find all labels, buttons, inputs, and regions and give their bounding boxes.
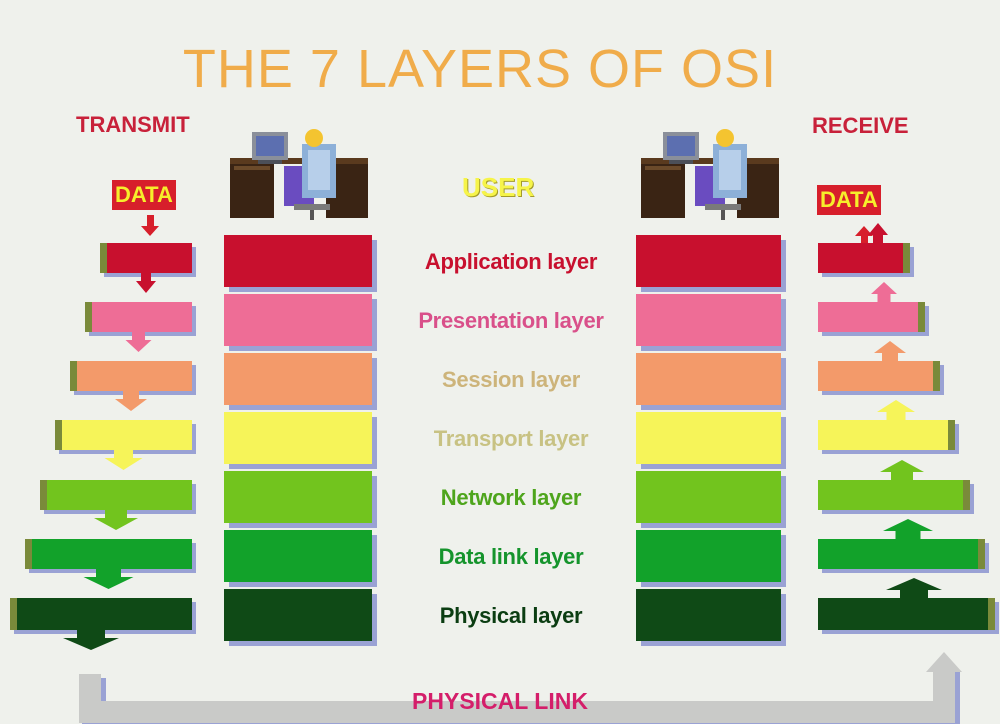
layer-block-transmit	[224, 353, 372, 405]
receive-bar-edge	[933, 361, 940, 391]
layer-block-transmit	[224, 412, 372, 464]
arrow-down-icon	[94, 510, 138, 530]
receive-bar-edge	[988, 598, 995, 630]
layer-block-receive	[636, 412, 781, 464]
layer-label: Data link layer	[438, 544, 584, 569]
physical-link-label: PHYSICAL LINK	[412, 688, 588, 714]
layer-label: Network layer	[440, 485, 582, 510]
computer-user-icon	[230, 129, 368, 220]
layer-block-receive	[636, 589, 781, 641]
arrow-down-icon	[136, 273, 156, 293]
transmit-label: TRANSMIT	[76, 112, 190, 137]
arrow-up-icon	[855, 226, 873, 245]
arrow-down-icon	[83, 569, 134, 589]
arrow-down-icon	[125, 332, 152, 352]
transmit-bar	[10, 598, 192, 630]
layer-block-transmit	[224, 235, 372, 287]
transmit-bar-edge	[55, 420, 62, 450]
transmit-bar-edge	[85, 302, 92, 332]
arrow-up-icon	[874, 341, 906, 361]
receive-bar	[818, 420, 955, 450]
receive-bar-edge	[918, 302, 925, 332]
transmit-bar-edge	[25, 539, 32, 569]
arrow-up-icon	[877, 400, 915, 420]
data-box-transmit: DATA	[112, 180, 176, 210]
receive-bar	[818, 480, 970, 510]
receive-bar-edge	[978, 539, 985, 569]
layer-label: Transport layer	[433, 426, 589, 451]
arrow-up-icon	[926, 652, 962, 672]
receive-bar	[818, 539, 985, 569]
transmit-bar	[55, 420, 192, 450]
layer-block-receive	[636, 471, 781, 523]
arrow-up-icon	[883, 519, 933, 539]
transmit-bar-edge	[10, 598, 17, 630]
layer-label: Physical layer	[439, 603, 583, 628]
receive-label: RECEIVE	[812, 113, 909, 138]
transmit-bar	[70, 361, 192, 391]
transmit-bar	[25, 539, 192, 569]
layer-label: Application layer	[424, 249, 598, 274]
receive-bar-edge	[948, 420, 955, 450]
transmit-bar	[85, 302, 192, 332]
arrow-up-icon	[868, 223, 888, 243]
receive-bar	[818, 302, 925, 332]
transmit-bar	[100, 243, 192, 273]
arrow-down-icon	[63, 630, 119, 650]
arrow-up-icon	[871, 282, 897, 302]
layer-label: Session layer	[442, 367, 580, 392]
arrow-up-icon	[886, 578, 942, 598]
data-box-receive: DATA	[817, 185, 881, 215]
layer-block-receive	[636, 294, 781, 346]
arrow-down-icon	[104, 450, 143, 470]
layer-block-receive	[636, 235, 781, 287]
layer-block-receive	[636, 530, 781, 582]
arrow-down-icon	[141, 215, 159, 236]
physical-link-path	[79, 668, 955, 723]
receive-bar-edge	[963, 480, 970, 510]
transmit-bar	[40, 480, 192, 510]
layer-block-transmit	[224, 294, 372, 346]
arrow-down-icon	[115, 391, 147, 411]
computer-user-icon	[641, 129, 779, 220]
layer-label: Presentation layer	[418, 308, 604, 333]
layer-block-transmit	[224, 471, 372, 523]
receive-bar	[818, 243, 910, 273]
transmit-bar-edge	[40, 480, 47, 510]
arrow-up-icon	[880, 460, 924, 480]
receive-bar-edge	[903, 243, 910, 273]
layer-block-receive	[636, 353, 781, 405]
layer-block-transmit	[224, 589, 372, 641]
receive-bar	[818, 361, 940, 391]
transmit-bar-edge	[100, 243, 107, 273]
user-label: USER	[462, 172, 535, 202]
page-title: THE 7 LAYERS OF OSI	[182, 39, 778, 99]
layer-block-transmit	[224, 530, 372, 582]
receive-bar	[818, 598, 995, 630]
transmit-bar-edge	[70, 361, 77, 391]
